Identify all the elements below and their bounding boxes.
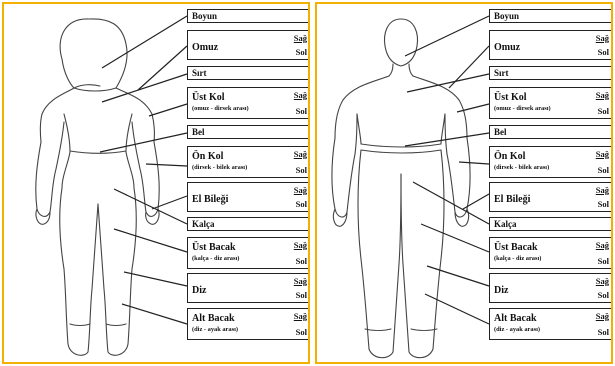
label-on-kol: Ön Kol (dirsek - bilek arası) Sağ Sol bbox=[187, 146, 310, 178]
region-note: (kalça - diz arası) bbox=[494, 255, 541, 262]
left-side-label: Sol bbox=[296, 290, 307, 300]
region-name: Diz bbox=[494, 285, 508, 296]
label-boyun: Boyun bbox=[489, 9, 613, 23]
region-name: Üst Kol bbox=[192, 92, 225, 103]
region-name: Ön Kol bbox=[192, 151, 223, 162]
right-side-label: Sağ bbox=[596, 185, 609, 195]
left-side-label: Sol bbox=[598, 327, 609, 337]
right-side-label: Sağ bbox=[294, 240, 307, 250]
region-name: El Bileği bbox=[192, 194, 228, 205]
label-ust-bacak: Üst Bacak (kalça - diz arası) Sağ Sol bbox=[489, 237, 613, 269]
region-name: Sırt bbox=[494, 68, 509, 78]
region-name: Omuz bbox=[192, 42, 218, 53]
left-side-label: Sol bbox=[296, 106, 307, 116]
label-omuz: Omuz Sağ Sol bbox=[187, 30, 310, 60]
female-body-panel: Boyun Omuz Sağ Sol Sırt Üst Kol (omuz - … bbox=[2, 2, 310, 364]
left-side-label: Sol bbox=[296, 327, 307, 337]
right-side-label: Sağ bbox=[596, 276, 609, 286]
label-sirt: Sırt bbox=[187, 66, 310, 80]
region-name: Bel bbox=[192, 127, 205, 137]
label-el-bilegi: El Bileği Sağ Sol bbox=[489, 182, 613, 212]
left-side-label: Sol bbox=[598, 106, 609, 116]
label-on-kol: Ön Kol (dirsek - bilek arası) Sağ Sol bbox=[489, 146, 613, 178]
label-diz: Diz Sağ Sol bbox=[489, 273, 613, 303]
right-side-label: Sağ bbox=[596, 240, 609, 250]
region-name: Kalça bbox=[192, 219, 215, 229]
region-name: Ön Kol bbox=[494, 151, 525, 162]
right-side-label: Sağ bbox=[294, 33, 307, 43]
right-side-label: Sağ bbox=[596, 33, 609, 43]
region-name: Bel bbox=[494, 127, 507, 137]
label-omuz: Omuz Sağ Sol bbox=[489, 30, 613, 60]
right-side-label: Sağ bbox=[294, 90, 307, 100]
left-side-label: Sol bbox=[296, 256, 307, 266]
region-name: Boyun bbox=[192, 11, 217, 21]
label-sirt: Sırt bbox=[489, 66, 613, 80]
region-name: El Bileği bbox=[494, 194, 530, 205]
left-side-label: Sol bbox=[296, 165, 307, 175]
label-ust-bacak: Üst Bacak (kalça - diz arası) Sağ Sol bbox=[187, 237, 310, 269]
left-side-label: Sol bbox=[296, 199, 307, 209]
region-name: Alt Bacak bbox=[192, 313, 235, 324]
region-name: Omuz bbox=[494, 42, 520, 53]
label-kalca: Kalça bbox=[187, 217, 310, 231]
label-boyun: Boyun bbox=[187, 9, 310, 23]
region-name: Üst Bacak bbox=[192, 242, 236, 253]
region-note: (diz - ayak arası) bbox=[494, 326, 540, 333]
region-name: Sırt bbox=[192, 68, 207, 78]
region-note: (kalça - diz arası) bbox=[192, 255, 239, 262]
right-side-label: Sağ bbox=[294, 149, 307, 159]
label-bel: Bel bbox=[187, 125, 310, 139]
left-side-label: Sol bbox=[598, 165, 609, 175]
right-side-label: Sağ bbox=[596, 90, 609, 100]
left-side-label: Sol bbox=[598, 290, 609, 300]
left-side-label: Sol bbox=[296, 47, 307, 57]
right-side-label: Sağ bbox=[596, 311, 609, 321]
right-side-label: Sağ bbox=[294, 276, 307, 286]
left-side-label: Sol bbox=[598, 47, 609, 57]
left-side-label: Sol bbox=[598, 256, 609, 266]
region-note: (omuz - dirsek arası) bbox=[494, 105, 551, 112]
label-ust-kol: Üst Kol (omuz - dirsek arası) Sağ Sol bbox=[187, 87, 310, 119]
region-note: (dirsek - bilek arası) bbox=[494, 164, 549, 171]
right-side-label: Sağ bbox=[596, 149, 609, 159]
region-name: Diz bbox=[192, 285, 206, 296]
region-name: Üst Kol bbox=[494, 92, 527, 103]
right-side-label: Sağ bbox=[294, 311, 307, 321]
region-note: (dirsek - bilek arası) bbox=[192, 164, 247, 171]
label-alt-bacak: Alt Bacak (diz - ayak arası) Sağ Sol bbox=[489, 308, 613, 340]
male-body-panel: Boyun Omuz Sağ Sol Sırt Üst Kol (omuz - … bbox=[315, 2, 613, 364]
label-ust-kol: Üst Kol (omuz - dirsek arası) Sağ Sol bbox=[489, 87, 613, 119]
region-name: Alt Bacak bbox=[494, 313, 537, 324]
label-bel: Bel bbox=[489, 125, 613, 139]
region-name: Üst Bacak bbox=[494, 242, 538, 253]
region-name: Kalça bbox=[494, 219, 517, 229]
label-kalca: Kalça bbox=[489, 217, 613, 231]
region-note: (omuz - dirsek arası) bbox=[192, 105, 249, 112]
region-note: (diz - ayak arası) bbox=[192, 326, 238, 333]
label-alt-bacak: Alt Bacak (diz - ayak arası) Sağ Sol bbox=[187, 308, 310, 340]
label-diz: Diz Sağ Sol bbox=[187, 273, 310, 303]
region-name: Boyun bbox=[494, 11, 519, 21]
left-side-label: Sol bbox=[598, 199, 609, 209]
right-side-label: Sağ bbox=[294, 185, 307, 195]
label-el-bilegi: El Bileği Sağ Sol bbox=[187, 182, 310, 212]
